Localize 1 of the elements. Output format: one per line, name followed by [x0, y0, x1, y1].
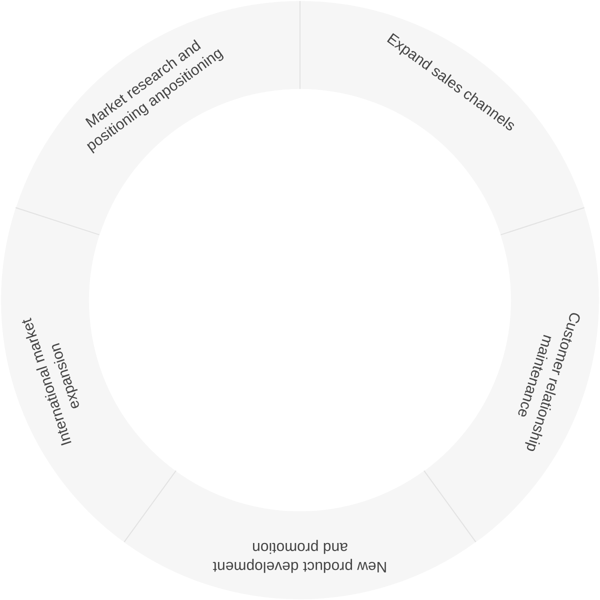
segment-label: New product development and promotion	[212, 538, 388, 576]
